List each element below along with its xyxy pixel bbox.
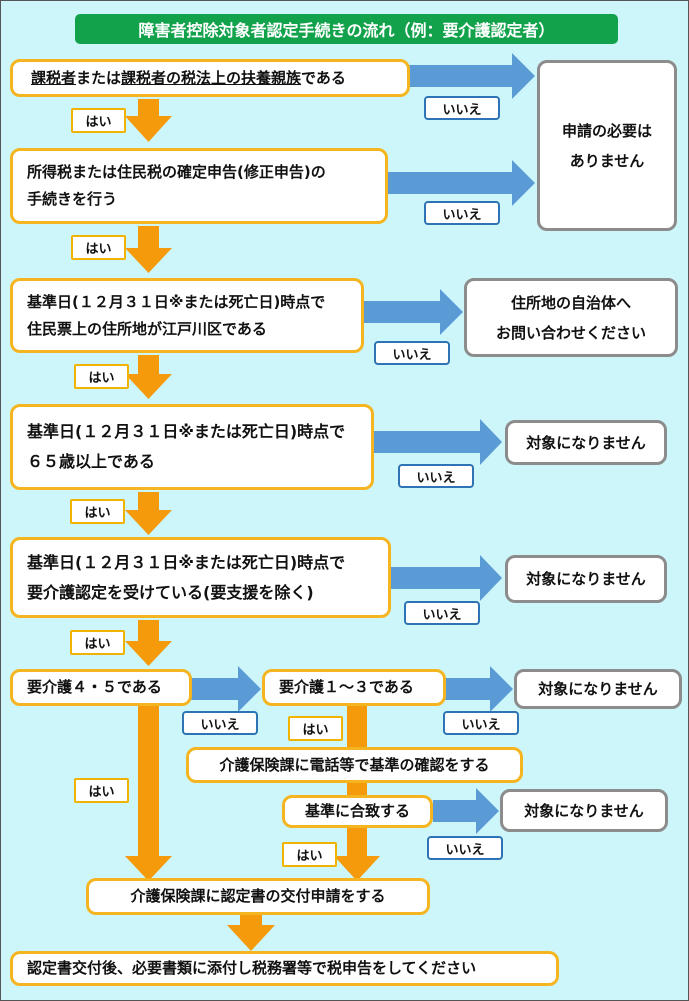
yes-arrow-6: [125, 706, 172, 881]
step1-term-taxpayer: 課税者: [31, 68, 77, 87]
no-arrow-4: [374, 419, 502, 465]
step5-line2: 要介護認定を受けている(要支援を除く): [27, 582, 314, 602]
yes-arrow-7: [334, 706, 380, 881]
step2-line2: 手続きを行う: [27, 190, 118, 208]
outcome-no-need-line2: ありません: [569, 151, 645, 170]
step-tax-return: 所得税または住民税の確定申告(修正申告)の手続きを行う: [10, 148, 388, 224]
no-arrow-2: [388, 160, 535, 206]
no-label-1: いいえ: [424, 96, 500, 120]
yes-label-4: はい: [70, 499, 125, 524]
outcome-no-need-line1: 申請の必要は: [561, 121, 652, 140]
yes-label-3: はい: [74, 364, 129, 389]
no-arrow-6: [191, 666, 261, 712]
no-arrow-1: [408, 53, 535, 99]
step2-line1: 所得税または住民税の確定申告(修正申告)の: [27, 163, 326, 181]
no-label-6: いいえ: [182, 711, 258, 735]
yes-arrow-4: [125, 492, 172, 535]
no-arrow-7: [445, 666, 513, 712]
yes-label-1: はい: [71, 108, 126, 133]
no-label-2: いいえ: [424, 201, 500, 225]
yes-arrow-8: [227, 914, 275, 951]
no-arrow-3: [364, 289, 463, 335]
yes-label-6: はい: [74, 778, 129, 803]
step-confirm-with-care-insurance-division: 介護保険課に電話等で基準の確認をする: [186, 747, 523, 783]
no-arrow-5: [391, 555, 502, 601]
yes-arrow-5: [125, 620, 172, 666]
no-label-8: いいえ: [427, 836, 503, 860]
page-title: 障害者控除対象者認定手続きの流れ（例：要介護認定者）: [75, 14, 618, 44]
step-care-level-4-5: 要介護４・５である: [10, 669, 192, 706]
outcome-not-eligible-3: 対象になりません: [514, 669, 682, 709]
step1-conjunction: または: [76, 68, 122, 87]
step-taxpayer-or-dependent: 課税者または課税者の税法上の扶養親族である: [10, 59, 410, 97]
step4-line2: ６５歳以上である: [27, 452, 155, 471]
no-arrow-8: [433, 788, 499, 834]
outcome-not-eligible-1: 対象になりません: [505, 420, 667, 465]
outcome-not-eligible-4: 対象になりません: [500, 789, 668, 832]
step-meets-criteria: 基準に合致する: [282, 795, 433, 828]
no-label-4: いいえ: [398, 464, 474, 488]
yes-label-7: はい: [288, 716, 343, 741]
step-care-level-1-3: 要介護１～３である: [262, 669, 446, 706]
no-label-3: いいえ: [374, 341, 450, 365]
outcome-contact-municipality: 住所地の自治体へお問い合わせください: [464, 278, 678, 357]
step3-line2: 住民票上の住所地が江戸川区である: [27, 319, 267, 338]
step-file-tax-return: 認定書交付後、必要書類に添付し税務署等で税申告をしてください: [10, 951, 559, 986]
outcome-ask-line2: お問い合わせください: [495, 323, 646, 342]
yes-label-8: はい: [282, 842, 337, 867]
no-label-7: いいえ: [443, 711, 519, 735]
yes-arrow-1: [125, 99, 172, 142]
step-care-certified: 基準日(１２月３１日※または死亡日)時点で要介護認定を受けている(要支援を除く): [10, 537, 391, 618]
yes-label-2: はい: [71, 235, 126, 260]
step-age-65: 基準日(１２月３１日※または死亡日)時点で ６５歳以上である: [10, 404, 374, 490]
outcome-no-application-needed: 申請の必要はありません: [537, 60, 677, 231]
yes-arrow-3: [125, 355, 172, 399]
step5-line1: 基準日(１２月３１日※または死亡日)時点で: [27, 552, 346, 572]
step-residence-edogawa: 基準日(１２月３１日※または死亡日)時点で住民票上の住所地が江戸川区である: [10, 278, 364, 353]
step4-line1: 基準日(１２月３１日※または死亡日)時点で: [27, 422, 346, 441]
yes-arrow-2: [125, 226, 172, 273]
step1-term-dependent: 課税者の税法上の扶養親族: [121, 68, 302, 87]
no-label-5: いいえ: [404, 601, 480, 625]
step3-line1: 基準日(１２月３１日※または死亡日)時点で: [27, 292, 326, 311]
outcome-not-eligible-2: 対象になりません: [505, 555, 667, 603]
outcome-ask-line1: 住所地の自治体へ: [510, 293, 631, 312]
yes-label-5: はい: [70, 630, 125, 655]
step1-suffix: である: [301, 68, 346, 87]
step-apply-certificate: 介護保険課に認定書の交付申請をする: [86, 878, 430, 915]
